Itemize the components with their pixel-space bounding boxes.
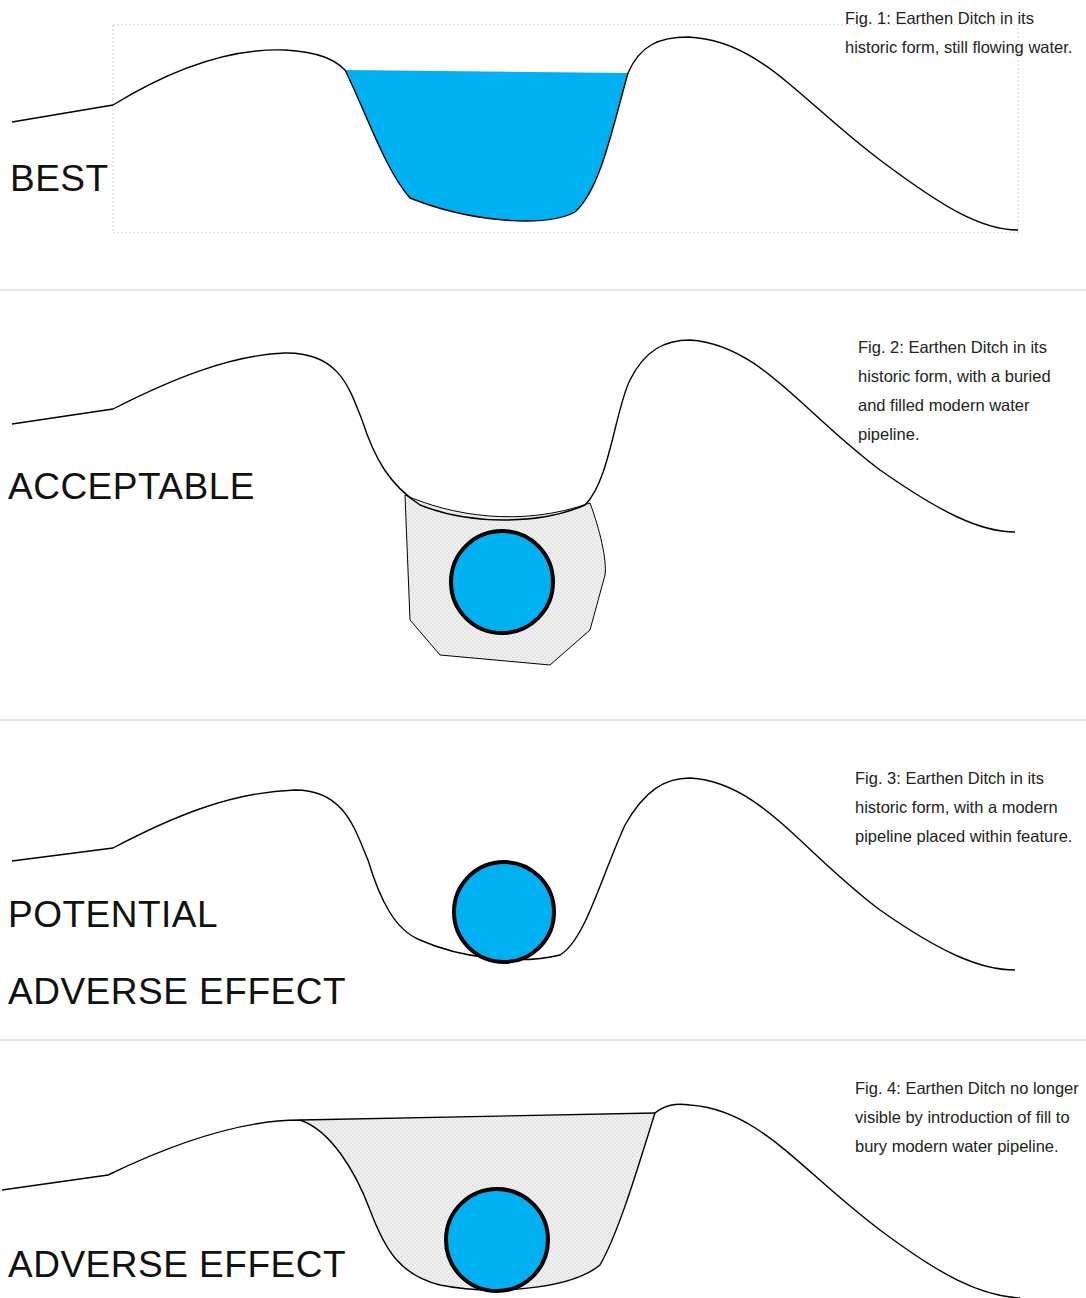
figure-caption: Fig. 2: Earthen Ditch in its historic fo… — [858, 333, 1082, 449]
pipeline — [446, 1189, 548, 1291]
frame — [113, 25, 1018, 233]
rating-label: ACCEPTABLE — [8, 448, 338, 525]
figure-caption: Fig. 4: Earthen Ditch no longer visible … — [855, 1074, 1079, 1161]
rating-label: BEST — [10, 140, 330, 217]
figure-caption: Fig. 1: Earthen Ditch in its historic fo… — [845, 4, 1077, 62]
pipeline — [454, 862, 554, 962]
rating-label: POTENTIAL ADVERSE EFFECT — [8, 876, 348, 1030]
panel-separator — [0, 290, 1086, 1040]
pipeline — [451, 531, 553, 633]
fill-surface — [300, 1113, 655, 1120]
ditch-profile — [12, 37, 1018, 230]
figure-caption: Fig. 3: Earthen Ditch in its historic fo… — [855, 764, 1079, 851]
rating-label: ADVERSE EFFECT — [8, 1226, 348, 1298]
